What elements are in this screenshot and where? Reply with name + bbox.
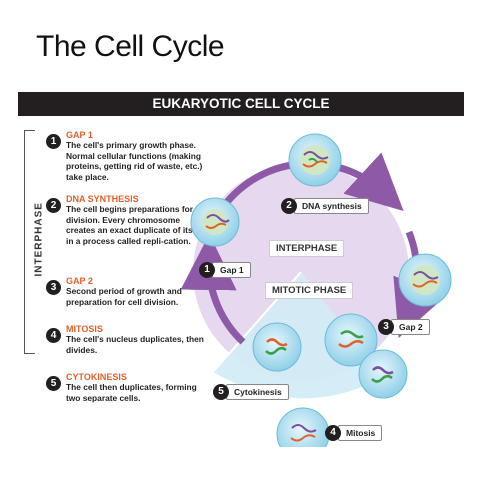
badge-number: 1	[199, 262, 215, 278]
cell-gap1	[190, 197, 240, 247]
cell-cycle-figure: EUKARYOTIC CELL CYCLE INTERPHASE 1 GAP 1…	[18, 92, 464, 461]
step-number: 3	[46, 280, 61, 295]
interphase-label: INTERPHASE	[269, 240, 345, 257]
badge-number: 4	[325, 425, 341, 441]
badge-label: DNA synthesis	[294, 198, 369, 214]
step-gap2: 3 GAP 2 Second period of growth and prep…	[46, 276, 208, 307]
step-description: Second period of growth and preparation …	[66, 286, 182, 307]
cell-gap2	[398, 253, 452, 307]
step-gap1: 1 GAP 1 The cell's primary growth phase.…	[46, 130, 208, 182]
badge-gap1: 1 Gap 1	[199, 262, 251, 278]
step-title: GAP 2	[66, 276, 93, 286]
step-title: CYTOKINESIS	[66, 372, 127, 382]
step-dna-synthesis: 2 DNA SYNTHESIS The cell begins preparat…	[46, 194, 208, 246]
badge-cytokinesis: 5 Cytokinesis	[213, 384, 289, 400]
cell-dna-synthesis	[288, 133, 342, 187]
step-description: The cell then duplicates, forming two se…	[66, 382, 197, 403]
badge-mitosis: 4 Mitosis	[325, 425, 383, 441]
interphase-bracket	[24, 130, 35, 354]
badge-gap2: 3 Gap 2	[378, 319, 430, 335]
step-title: DNA SYNTHESIS	[66, 194, 139, 204]
badge-number: 5	[213, 384, 229, 400]
slide-title: The Cell Cycle	[36, 30, 225, 63]
step-description: The cell begins preparations for divisio…	[66, 204, 203, 246]
step-description: The cell's primary growth phase. Normal …	[66, 140, 203, 182]
cell-mitosis-b	[358, 349, 408, 399]
cycle-diagram: INTERPHASE MITOTIC PHASE 1 Gap 1 2 DNA s…	[173, 122, 464, 461]
step-number: 5	[46, 376, 61, 391]
badge-label: Mitosis	[338, 425, 383, 441]
cell-cytokinesis	[252, 322, 302, 372]
badge-label: Gap 1	[212, 262, 251, 278]
figure-banner: EUKARYOTIC CELL CYCLE	[18, 92, 464, 116]
step-title: GAP 1	[66, 130, 93, 140]
badge-number: 2	[281, 198, 297, 214]
badge-label: Cytokinesis	[226, 384, 289, 400]
cycle-graphic	[180, 133, 452, 461]
mitotic-phase-label: MITOTIC PHASE	[265, 282, 354, 299]
step-cytokinesis: 5 CYTOKINESIS The cell then duplicates, …	[46, 372, 208, 403]
step-title: MITOSIS	[66, 324, 103, 334]
step-description: The cell's nucleus duplicates, then divi…	[66, 334, 204, 355]
step-number: 2	[46, 198, 61, 213]
step-mitosis: 4 MITOSIS The cell's nucleus duplicates,…	[46, 324, 208, 355]
cell-mitosis-a	[324, 313, 378, 367]
badge-number: 3	[378, 319, 394, 335]
step-number: 1	[46, 134, 61, 149]
step-number: 4	[46, 328, 61, 343]
badge-dna-synthesis: 2 DNA synthesis	[281, 198, 369, 214]
cell-mitosis-daughter	[276, 407, 330, 461]
badge-label: Gap 2	[391, 319, 430, 335]
interphase-side-label: INTERPHASE	[33, 202, 45, 277]
